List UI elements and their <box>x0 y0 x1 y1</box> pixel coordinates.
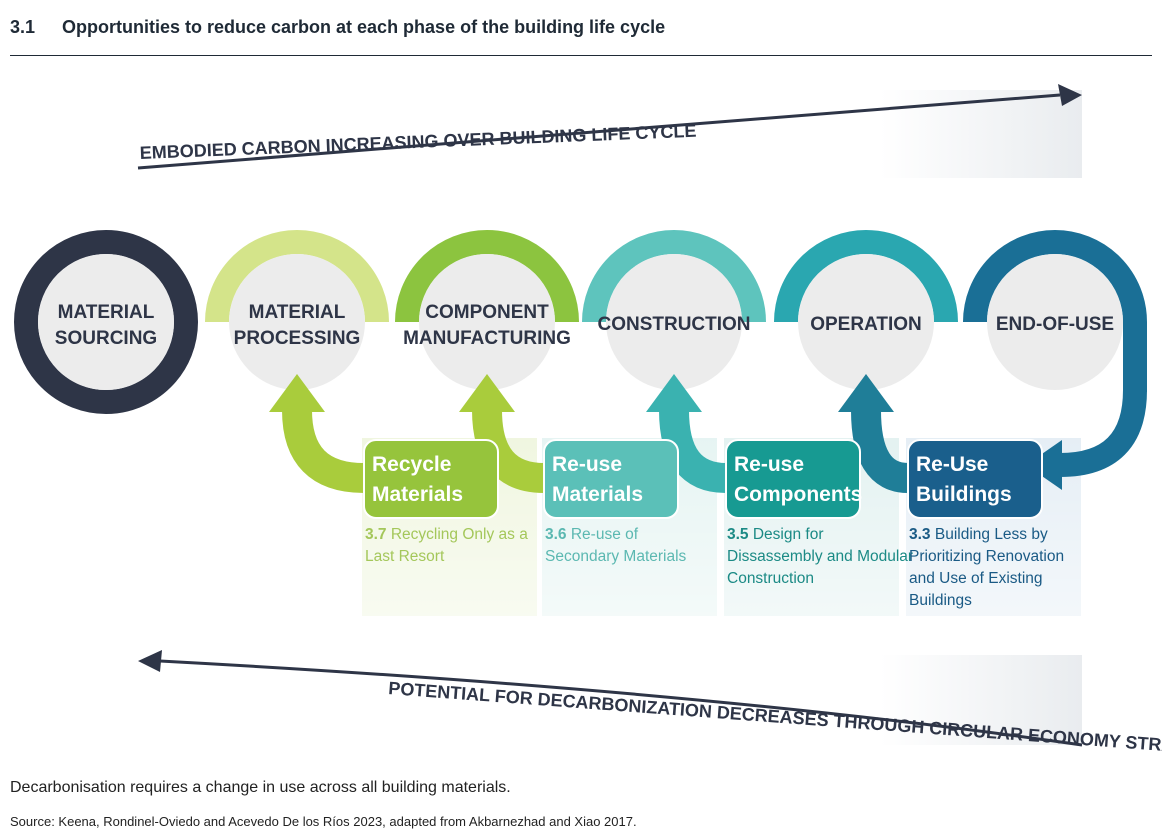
figure-title: Opportunities to reduce carbon at each p… <box>62 17 666 37</box>
stage-label-line1: MATERIAL <box>58 302 155 323</box>
stage-disc <box>38 254 174 390</box>
stage-label-line1: END-OF-USE <box>996 314 1114 335</box>
arrow-head-right-icon <box>1058 84 1082 106</box>
stage-component-manufacturing: COMPONENT MANUFACTURING <box>395 230 579 390</box>
figure-source: Source: Keena, Rondinel-Oviedo and Aceve… <box>10 814 637 829</box>
strategy-box <box>907 439 1043 519</box>
figure-header: 3.1 Opportunities to reduce carbon at ea… <box>10 15 1152 56</box>
strategy-title-line2: Buildings <box>916 483 1012 506</box>
return-arrow <box>459 374 545 493</box>
stage-label-line1: CONSTRUCTION <box>597 314 750 335</box>
figure-caption: Decarbonisation requires a change in use… <box>10 779 511 796</box>
stage-ring <box>14 230 198 414</box>
return-arrow <box>269 374 365 493</box>
decarbonization-arrow: POTENTIAL FOR DECARBONIZATION DECREASES … <box>138 650 1162 760</box>
stage-label-line1: COMPONENT <box>425 302 549 323</box>
stage-label-line2: MANUFACTURING <box>403 328 571 349</box>
strategy-title-line1: Re-Use <box>916 453 988 476</box>
stage-ring <box>774 230 958 323</box>
arrow-up-icon <box>838 374 894 412</box>
stage-disc <box>987 254 1123 390</box>
stage-end-of-use: END-OF-USE <box>963 230 1147 392</box>
arrow-left-icon <box>1026 440 1062 490</box>
arrow-up-icon <box>646 374 702 412</box>
strategy-box <box>725 439 861 519</box>
stage-label-line2: PROCESSING <box>234 328 361 349</box>
strategy-section-number: 3.7 <box>365 526 391 543</box>
stage-material-sourcing: MATERIAL SOURCING <box>14 230 198 414</box>
return-arrow <box>838 374 910 493</box>
strategy-title-line2: Materials <box>552 483 643 506</box>
strategy-title-line1: Recycle <box>372 453 451 476</box>
stage-ring <box>963 230 1147 392</box>
strategy-section-number: 3.5 <box>727 526 753 543</box>
stage-label-line1: OPERATION <box>810 314 922 335</box>
arrow-up-icon <box>459 374 515 412</box>
embodied-carbon-arrow: EMBODIED CARBON INCREASING OVER BUILDING… <box>137 84 1082 178</box>
arrow-up-icon <box>269 374 325 412</box>
embodied-carbon-label: EMBODIED CARBON INCREASING OVER BUILDING… <box>139 121 696 163</box>
end-of-use-return-arrow <box>1026 389 1147 490</box>
stage-disc <box>606 254 742 390</box>
stage-ring <box>395 230 579 323</box>
stage-disc <box>798 254 934 390</box>
stage-label-line1: MATERIAL <box>249 302 346 323</box>
strategy-title-line1: Re-use <box>734 453 804 476</box>
stage-ring <box>205 230 389 323</box>
stage-ring <box>582 230 766 323</box>
strategy-section-number: 3.6 <box>545 526 571 543</box>
strategy-title-line2: Components <box>734 483 862 506</box>
stage-disc <box>229 254 365 390</box>
strategy-section-number: 3.3 <box>909 526 935 543</box>
stage-operation: OPERATION <box>774 230 958 390</box>
strategy-box <box>543 439 679 519</box>
stage-label-line2: SOURCING <box>55 328 157 349</box>
return-arrows <box>269 374 1147 493</box>
strategy-box <box>363 439 499 519</box>
stage-material-processing: MATERIAL PROCESSING <box>205 230 389 390</box>
strategy-title-line1: Re-use <box>552 453 622 476</box>
strategy-title-line2: Materials <box>372 483 463 506</box>
stage-construction: CONSTRUCTION <box>582 230 766 390</box>
stage-rings: MATERIAL SOURCING MATERIAL PROCESSING COMPON… <box>14 230 1147 414</box>
arrow-head-left-icon <box>138 650 162 672</box>
return-arrow <box>646 374 727 493</box>
figure-number: 3.1 <box>10 17 36 37</box>
stage-disc <box>419 254 555 390</box>
